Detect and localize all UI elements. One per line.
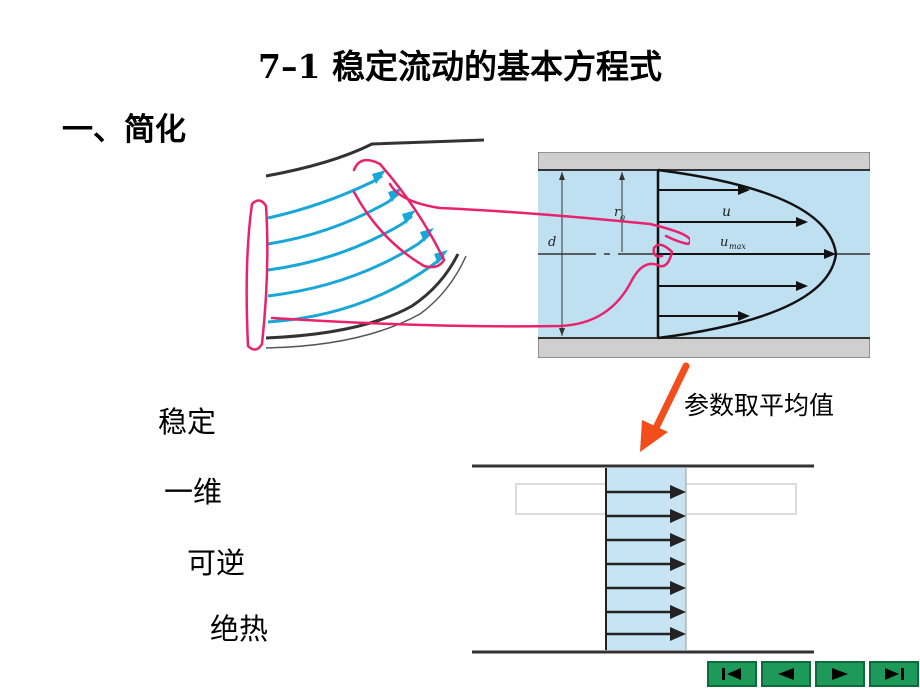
- max-velocity-label: u: [720, 235, 728, 250]
- slide-navigation: [707, 661, 919, 687]
- radius-subscript: 0: [620, 214, 625, 223]
- diameter-label: d: [548, 235, 556, 250]
- first-slide-icon: [722, 668, 741, 680]
- keyword-one-dimensional: 一维: [164, 475, 223, 509]
- pipe-velocity-profile-figure: d r 0 u u max: [538, 152, 870, 358]
- velocity-label: u: [722, 204, 731, 220]
- max-velocity-subscript: max: [729, 242, 746, 251]
- slide-title: 7–1 稳定流动的基本方程式: [258, 47, 662, 86]
- previous-slide-icon: [778, 668, 794, 680]
- last-slide-icon: [885, 668, 904, 680]
- first-slide-button[interactable]: [707, 661, 757, 687]
- radius-label: r: [614, 205, 621, 220]
- handwritten-annotations: [245, 158, 690, 351]
- next-slide-button[interactable]: [815, 661, 865, 687]
- curved-duct-figure: [262, 136, 484, 370]
- section-heading: 一、简化: [62, 112, 186, 148]
- keyword-steady: 稳定: [158, 405, 217, 439]
- average-parameters-note: 参数取平均值: [684, 391, 835, 420]
- keyword-adiabatic: 绝热: [210, 612, 269, 646]
- previous-slide-button[interactable]: [761, 661, 811, 687]
- down-arrow-icon: [640, 362, 690, 452]
- next-slide-icon: [832, 668, 848, 680]
- last-slide-button[interactable]: [869, 661, 919, 687]
- uniform-flow-figure: [472, 456, 814, 664]
- keyword-reversible: 可逆: [187, 546, 246, 580]
